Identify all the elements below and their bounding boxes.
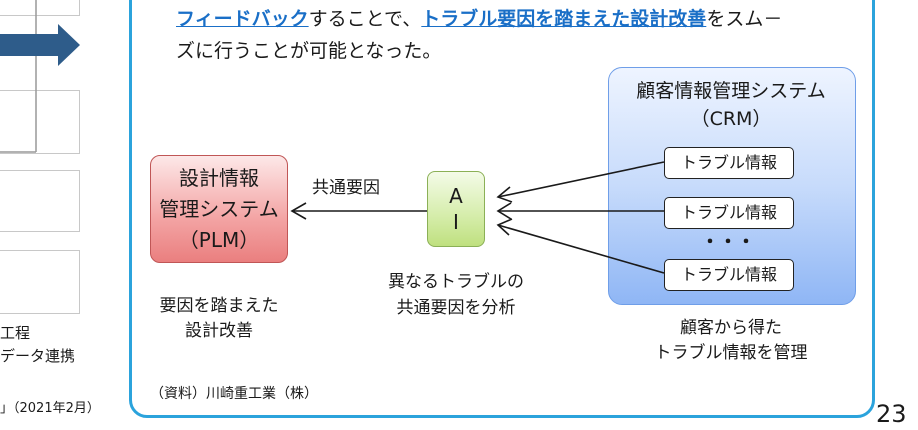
crm-ellipsis: ・・・ [701,232,755,253]
crm-caption-2: トラブル情報を管理 [654,343,808,363]
intro-mid: することで、 [308,8,422,30]
arrow-crm1-to-ai [497,161,665,198]
plm-box: 設計情報 管理システム （PLM） [150,155,288,263]
left-footnote: 」（2021年2月） [0,401,100,416]
arrowhead-ai-1 [496,186,513,203]
intro-line-2: ズに行うことが可能となった。 [176,40,442,62]
arrowhead-plm [290,202,307,220]
crm-title-2: （CRM） [690,108,772,130]
crm-trouble-box-1: トラブル情報 [664,147,794,179]
intro-highlight-feedback: フィードバック [176,8,309,30]
left-text-process: 工程 [0,324,31,342]
ai-line-1: A [449,184,463,208]
left-box-3 [0,170,80,232]
page-number: 23 [876,400,907,428]
ai-caption-2: 共通要因を分析 [396,298,516,318]
plm-caption-2: 設計改善 [185,321,253,341]
arrow-crm3-to-ai [497,224,665,274]
left-box-4 [0,250,80,314]
arrowhead-ai-3 [496,218,513,236]
plm-caption-1: 要因を踏まえた [159,296,279,316]
crm-title-1: 顧客情報管理システム [636,80,826,102]
intro-line-1: フィードバックすることで、トラブル要因を踏まえた設計改善をスム－ [176,4,782,34]
arrowhead-ai-2 [496,202,512,220]
crm-caption-1: 顧客から得た [680,318,782,338]
left-box-2 [0,90,80,154]
intro-highlight-design: トラブル要因を踏まえた設計改善 [421,8,707,30]
edge-label-common-factor: 共通要因 [312,178,380,198]
left-big-arrow [0,24,80,66]
crm-trouble-box-2: トラブル情報 [664,197,794,229]
intro-end: をスム－ [706,8,783,30]
left-text-data-link: データ連携 [0,347,76,365]
plm-line-3: （PLM） [178,228,260,252]
plm-line-2: 管理システム [159,197,279,221]
left-box-1 [0,0,80,16]
ai-box: A I [427,171,485,247]
ai-line-2: I [453,210,459,234]
plm-line-1: 設計情報 [179,166,259,190]
crm-trouble-box-3: トラブル情報 [664,259,794,291]
ai-caption-1: 異なるトラブルの [388,272,524,292]
source-note: （資料）川崎重工業（株） [150,386,318,402]
